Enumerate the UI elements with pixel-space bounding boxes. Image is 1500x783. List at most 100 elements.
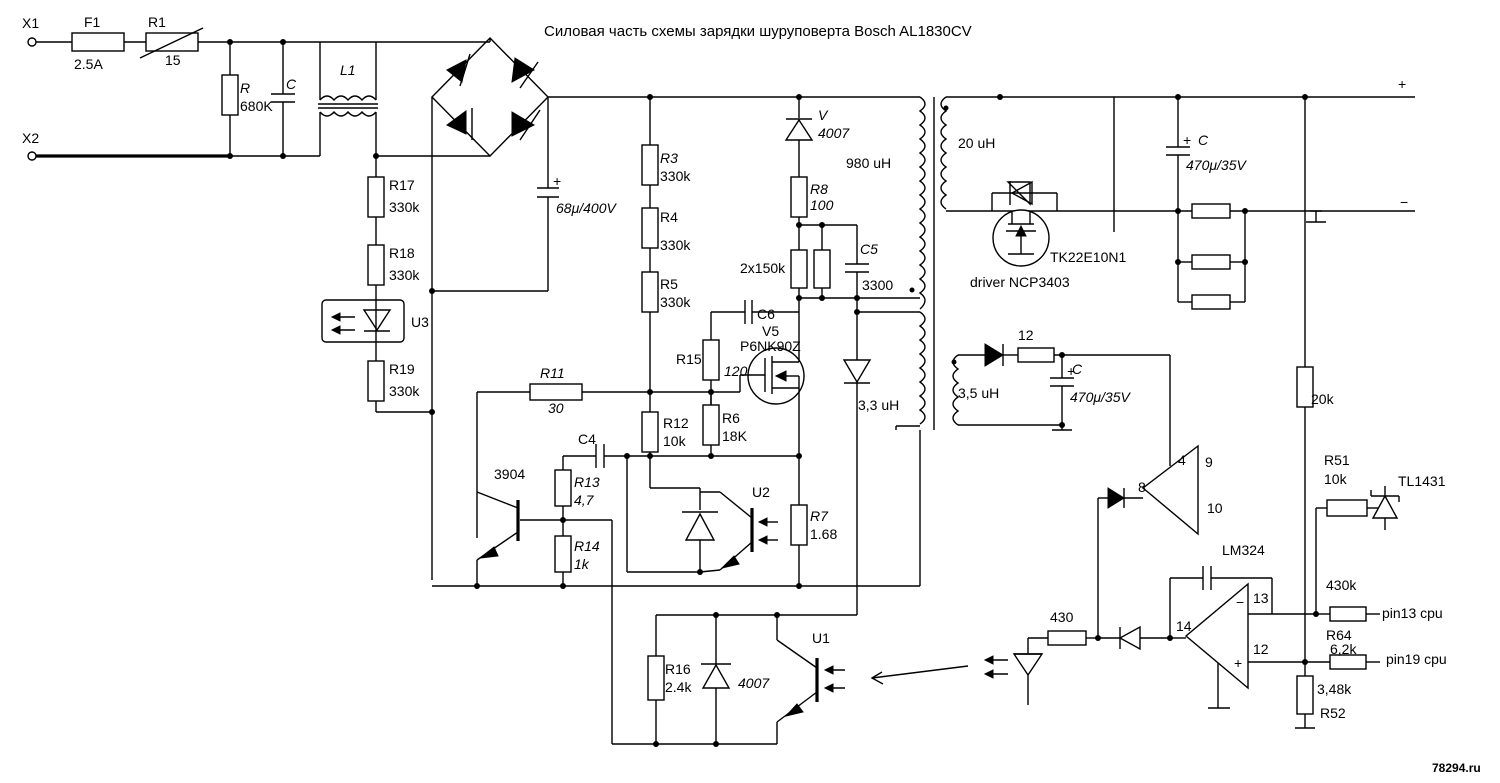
pin-13: 13 (1253, 590, 1269, 606)
opamp-minus: − (1236, 594, 1244, 610)
label-r6-value: 18K (722, 428, 748, 444)
pin-4: 4 (1178, 452, 1186, 468)
label-x2: X2 (22, 130, 39, 146)
label-u3: U3 (411, 314, 429, 330)
label-r1-value: 15 (165, 52, 181, 68)
label-3-3uh: 3,3 uH (858, 397, 899, 413)
label-r52: R52 (1320, 705, 1346, 721)
label-r14-value: 1k (574, 556, 590, 572)
resistor-r8 (790, 176, 808, 218)
label-r12-value: 10k (663, 433, 687, 449)
label-r5-value: 330k (660, 294, 691, 310)
label-r11-value: 30 (548, 400, 564, 416)
pin-12: 12 (1253, 641, 1269, 657)
label-r4-value: 330k (660, 237, 691, 253)
label-r13: R13 (574, 474, 600, 490)
label-r8: R8 (810, 181, 828, 197)
label-4007-b: 4007 (738, 675, 770, 691)
label-r-value: 680K (240, 98, 273, 114)
shunt-resistor-2 (1191, 254, 1231, 270)
svg-text:+: + (1067, 363, 1075, 379)
resistor-430k (1329, 606, 1367, 622)
label-c6: C6 (757, 306, 775, 322)
label-r15-value: 120 (724, 363, 748, 379)
watermark: 78294.ru (1432, 761, 1481, 775)
diagram-title: Силовая часть схемы зарядки шуруповерта … (544, 23, 972, 40)
secondary-output: + + − 20 uH TK22E10N1 driver NCP3403 C 4… (940, 76, 1415, 310)
output-minus: − (1400, 194, 1408, 210)
label-f1: F1 (84, 14, 101, 30)
output-plus: + (1398, 76, 1406, 92)
fuse-f1 (71, 32, 125, 52)
label-20uh: 20 uH (958, 135, 995, 151)
resistor-r (221, 74, 239, 116)
choke-l1: L1 (318, 41, 378, 156)
label-r17-value: 330k (389, 199, 420, 215)
label-pin19-cpu: pin19 cpu (1386, 651, 1447, 667)
label-c-out-value: 470μ/35V (1186, 157, 1247, 173)
aux-supply: + 12 3,5 uH C 470μ/35V (951, 327, 1171, 460)
label-r: R (240, 80, 250, 96)
label-c5-value: 3300 (862, 277, 893, 293)
label-u2: U2 (752, 484, 770, 500)
label-r3: R3 (660, 150, 678, 166)
svg-text:+: + (553, 173, 561, 189)
label-c1: C (286, 76, 297, 92)
resistor-r12 (641, 411, 659, 453)
label-r13-value: 4,7 (574, 492, 595, 508)
comparator-4-8 (1141, 444, 1199, 536)
label-r14: R14 (574, 538, 600, 554)
snubber: V 4007 R8 100 2x150k C5 3300 (740, 94, 920, 301)
resistor-430 (1047, 630, 1087, 646)
label-r3-value: 330k (660, 168, 691, 184)
label-pin13-cpu: pin13 cpu (1382, 605, 1443, 621)
resistor-2x150k-b (813, 249, 831, 289)
label-x1: X1 (22, 15, 39, 31)
label-tk22e10n1: TK22E10N1 (1050, 249, 1126, 265)
label-3-5uh: 3,5 uH (958, 385, 999, 401)
label-20k: 20k (1311, 391, 1335, 407)
label-r1: R1 (148, 14, 166, 30)
label-430k: 430k (1326, 577, 1357, 593)
label-v5-value: P6NK90Z (740, 338, 801, 354)
opamp-lm324 (1184, 582, 1249, 690)
feedback-stage: R16 2.4k 4007 U1 (612, 612, 969, 747)
label-u1: U1 (812, 630, 830, 646)
label-bulk-cap: 68μ/400V (556, 200, 617, 216)
label-r4: R4 (660, 209, 678, 225)
pin-14: 14 (1176, 618, 1192, 634)
label-r6: R6 (722, 410, 740, 426)
optocoupler-u3 (321, 299, 405, 343)
label-r51: R51 (1324, 452, 1350, 468)
resistor-r51 (1326, 499, 1368, 517)
label-r64: R64 (1326, 627, 1352, 643)
label-2x150k: 2x150k (740, 260, 786, 276)
label-c5: C5 (860, 241, 878, 257)
label-c-out: C (1198, 132, 1209, 148)
label-r12: R12 (663, 415, 689, 431)
control-stage: R11 30 R12 10k C4 R13 4,7 R14 1k 3904 U2 (432, 365, 921, 744)
label-r7: R7 (810, 508, 829, 524)
label-3904: 3904 (494, 466, 525, 482)
resistor-r5 (641, 271, 659, 313)
resistor-r64 (1329, 654, 1367, 670)
label-f1-value: 2.5A (74, 56, 103, 72)
label-lm324: LM324 (1222, 542, 1265, 558)
label-980uh: 980 uH (846, 155, 891, 171)
label-r5: R5 (660, 276, 678, 292)
label-driver: driver NCP3403 (970, 274, 1070, 290)
label-r11: R11 (540, 365, 565, 381)
svg-text:+: + (1183, 132, 1191, 148)
label-v5: V5 (762, 323, 779, 339)
shunt-resistor-1 (1191, 203, 1231, 219)
bridge-rectifier (376, 37, 920, 580)
pin-8: 8 (1138, 479, 1146, 495)
resistor-r6 (702, 404, 720, 446)
resistor-r3 (641, 144, 659, 186)
resistor-r17 (367, 176, 385, 218)
label-v: V (818, 107, 829, 123)
label-c4: C4 (578, 431, 596, 447)
label-r51-value: 10k (1324, 471, 1348, 487)
